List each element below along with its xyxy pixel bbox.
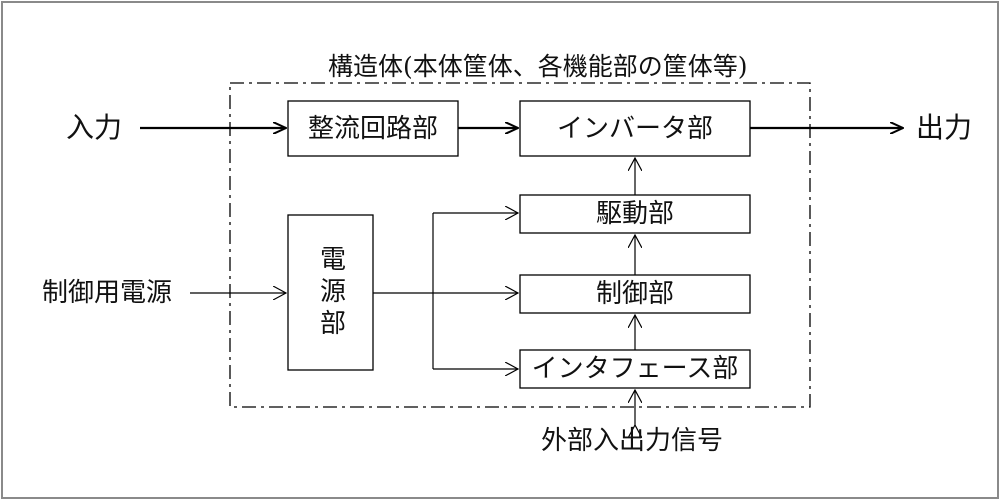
power-supply-label: 電源部: [315, 244, 346, 341]
control-label: 制御部: [595, 279, 674, 309]
output-label: 出力: [916, 111, 973, 144]
drive-label: 駆動部: [595, 199, 674, 229]
structure-boundary: [229, 82, 811, 408]
interface-block: [519, 349, 751, 389]
drive-block: [519, 194, 751, 234]
control-power-label: 制御用電源: [42, 278, 173, 308]
input-label: 入力: [66, 111, 123, 144]
external-io-label: 外部入出力信号: [541, 426, 724, 456]
rectifier-block: [287, 100, 459, 157]
structure-label: 構造体(本体筐体、各機能部の筐体等): [328, 52, 748, 81]
rectifier-label: 整流回路部: [307, 113, 438, 144]
control-block: [519, 274, 751, 314]
inverter-label: インバータ部: [556, 113, 713, 144]
power-supply-block: [287, 214, 374, 371]
interface-label: インタフェース部: [531, 354, 739, 384]
